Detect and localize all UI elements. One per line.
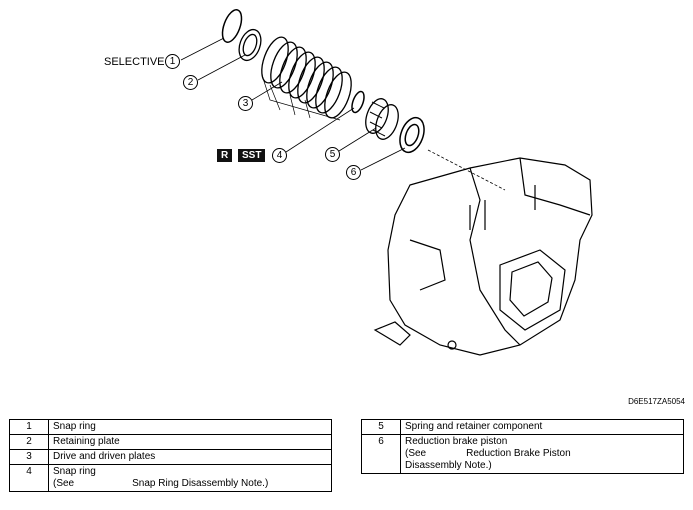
table-row: 1 Snap ring (9, 419, 332, 435)
callout-3: 3 (238, 96, 253, 111)
diagram-artwork (180, 9, 593, 356)
legend-text: Snap ring (48, 419, 332, 435)
legend-text: Snap ring (53, 466, 96, 477)
callout-4: 4 (272, 148, 287, 163)
plates-stack-drawing (261, 36, 352, 121)
legend-number: 2 (9, 434, 49, 450)
see-note: (See Snap Ring Disassembly Note.) (53, 478, 327, 490)
snap-ring-4-drawing (351, 90, 365, 114)
legend-text: Retaining plate (48, 434, 332, 450)
callout-2: 2 (183, 75, 198, 90)
table-row: 4 Snap ring (See Snap Ring Disassembly No… (9, 464, 332, 492)
see-link-continued[interactable]: Disassembly Note.) (405, 460, 492, 471)
snap-ring-1-drawing (221, 9, 243, 43)
selective-label: SELECTIVE (104, 56, 165, 68)
callout-1: 1 (165, 54, 180, 69)
legend-text: Drive and driven plates (48, 449, 332, 465)
legend-text: Reduction brake piston (405, 436, 508, 447)
legend-table-right: 5 Spring and retainer component 6 Reduct… (361, 419, 684, 474)
legend-text-multiline: Reduction brake piston (See Reduction Bra… (400, 434, 684, 474)
see-link[interactable]: Snap Ring Disassembly Note.) (132, 478, 269, 489)
see-prefix: (See (405, 448, 427, 459)
legend-number: 6 (361, 434, 401, 474)
legend-number: 3 (9, 449, 49, 465)
table-row: 2 Retaining plate (9, 434, 332, 450)
badge-sst: SST (238, 149, 266, 162)
legend-number: 5 (361, 419, 401, 435)
legend-number: 1 (9, 419, 49, 435)
table-row: 3 Drive and driven plates (9, 449, 332, 465)
legend-number: 4 (9, 464, 49, 492)
exploded-diagram: SELECTIVE 1 2 3 R SST 4 5 6 D6E517ZA5054 (104, 9, 685, 406)
figure-code: D6E517ZA5054 (628, 397, 685, 406)
leader-lines (180, 37, 506, 191)
transaxle-case-drawing (373, 157, 593, 356)
legend-text-multiline: Snap ring (See Snap Ring Disassembly Note… (48, 464, 332, 492)
legend-text: Spring and retainer component (400, 419, 684, 435)
see-link[interactable]: Reduction Brake Piston (466, 448, 571, 459)
piston-drawing (399, 116, 425, 154)
legend-table-left: 1 Snap ring 2 Retaining plate 3 Drive an… (9, 419, 332, 492)
see-prefix: (See (53, 478, 75, 489)
retaining-plate-drawing (238, 28, 262, 62)
callout-6: 6 (346, 165, 361, 180)
see-note: (See Reduction Brake Piston (405, 448, 679, 460)
spring-retainer-drawing (365, 98, 399, 140)
badge-r: R (217, 149, 233, 162)
table-row: 6 Reduction brake piston (See Reduction B… (361, 434, 684, 474)
table-row: 5 Spring and retainer component (361, 419, 684, 435)
callout-5: 5 (325, 147, 340, 162)
